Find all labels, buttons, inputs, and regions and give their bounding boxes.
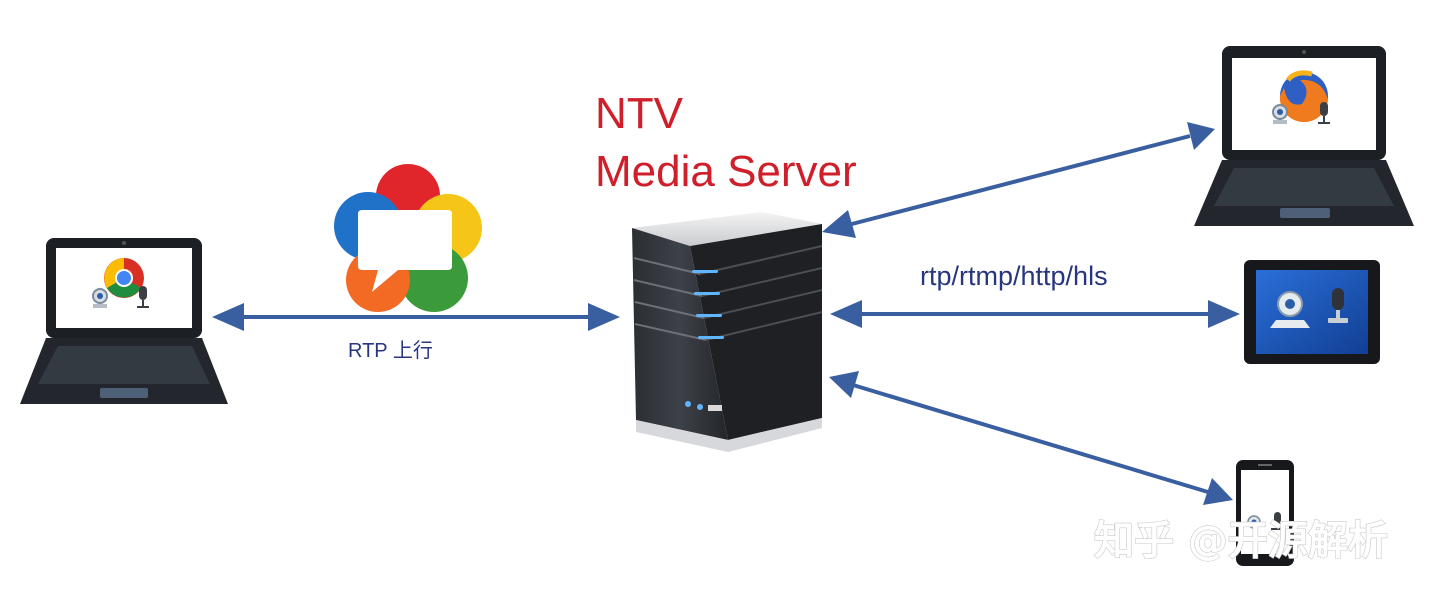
microphone-icon — [137, 286, 149, 308]
chrome-icon — [104, 258, 144, 298]
laptop-chrome — [20, 238, 228, 404]
arrow-to-laptop-firefox — [822, 122, 1215, 238]
server-title-line2: Media Server — [595, 147, 857, 196]
webrtc-logo — [334, 164, 482, 312]
arrow-to-smartphone — [829, 371, 1233, 505]
webcam-icon — [1247, 515, 1261, 529]
microphone-icon — [1271, 512, 1284, 530]
watermark: 知乎 @开源解析 — [1094, 518, 1388, 564]
microphone-icon — [1318, 102, 1330, 124]
firefox-icon — [1279, 70, 1328, 123]
downstream-label: rtp/rtmp/http/hls — [920, 261, 1108, 291]
server-tower-icon — [632, 212, 823, 452]
arrow-to-tablet — [830, 300, 1240, 328]
arrow-upstream — [212, 303, 620, 331]
webcam-icon — [1272, 104, 1288, 124]
webcam-icon — [92, 288, 108, 308]
laptop-firefox — [1194, 46, 1414, 226]
smartphone — [1236, 460, 1294, 566]
microphone-icon — [1328, 288, 1348, 323]
tablet — [1244, 260, 1380, 364]
upstream-label: RTP 上行 — [348, 339, 433, 362]
webcam-icon — [1270, 291, 1310, 328]
server-title-line1: NTV — [595, 89, 684, 138]
